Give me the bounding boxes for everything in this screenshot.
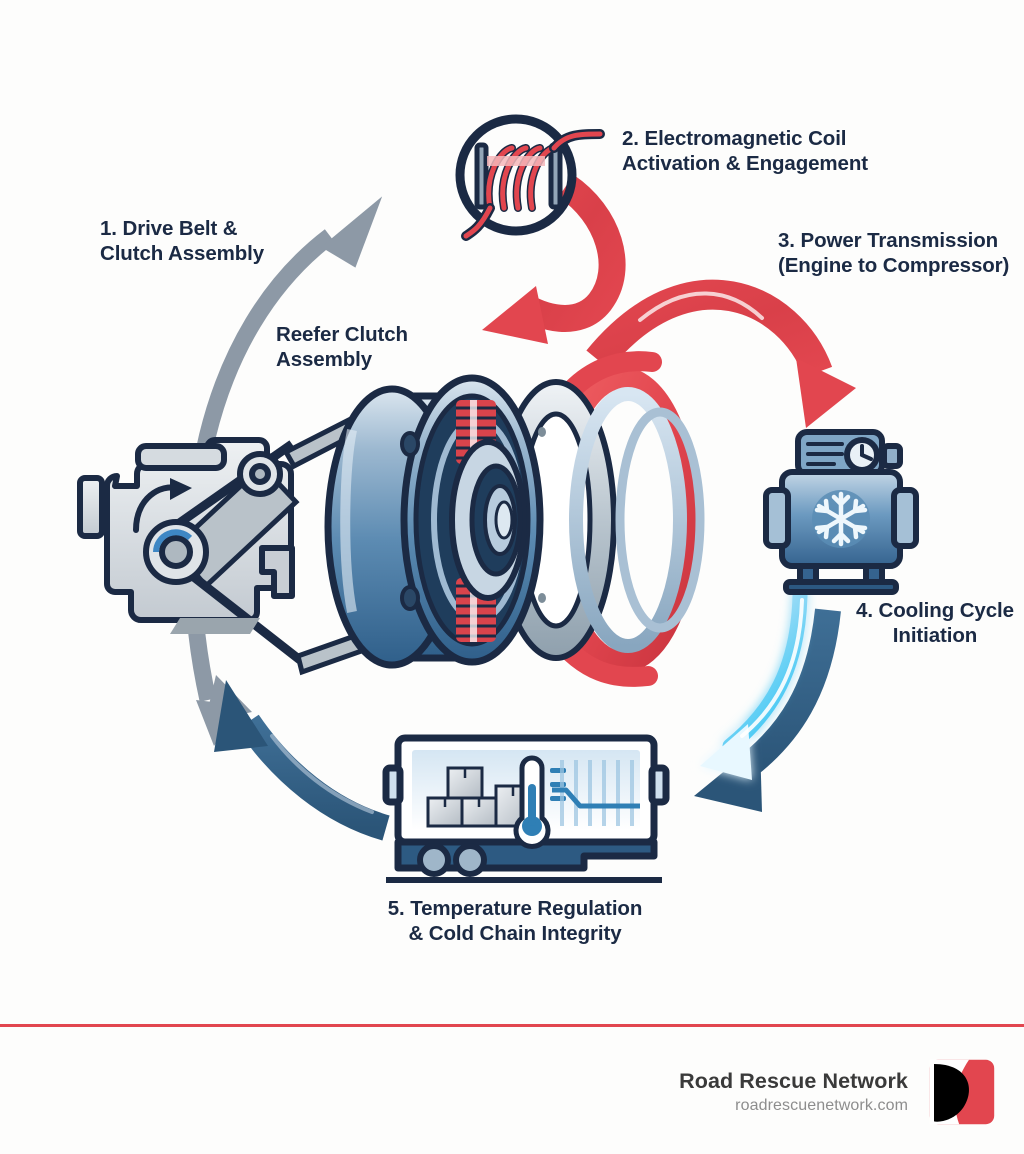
center-label: Reefer Clutch Assembly <box>276 323 408 371</box>
footer-divider <box>0 1024 1024 1027</box>
step-4-label: 4. Cooling Cycle Initiation <box>856 599 1014 647</box>
step-5-label: 5. Temperature Regulation & Cold Chain I… <box>387 897 643 945</box>
navy-arrow-trailer-to-engine <box>214 680 390 841</box>
armature-ring <box>569 387 705 653</box>
brand-url: roadrescuenetwork.com <box>735 1097 908 1114</box>
step-2-label: 2. Electromagnetic Coil Activation & Eng… <box>622 127 869 175</box>
brand-block: Road Rescue Network roadrescuenetwork.co… <box>679 1057 998 1127</box>
clutch-pulley <box>324 374 544 669</box>
step-3-label: 3. Power Transmission (Engine to Compres… <box>778 229 1010 277</box>
thermometer-icon <box>513 755 551 849</box>
red-arrow-power-transmission <box>586 279 856 428</box>
footer: Road Rescue Network roadrescuenetwork.co… <box>0 1024 1024 1154</box>
brand-logo-icon <box>929 1059 995 1125</box>
snowflake-icon <box>814 491 868 547</box>
red-arrow-coil-to-clutch <box>482 174 626 344</box>
cyan-glow-arrow <box>700 588 808 780</box>
brand-name: Road Rescue Network <box>679 1069 908 1093</box>
step-1-label: 1. Drive Belt & Clutch Assembly <box>100 217 265 265</box>
